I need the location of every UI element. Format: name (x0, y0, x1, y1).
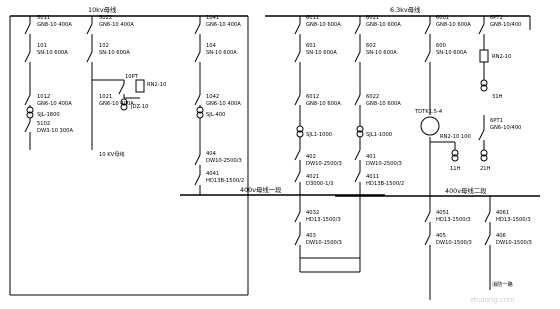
f2-label-7: 10PT (125, 74, 139, 80)
f5-label-6: GN8-10 600A (366, 101, 401, 107)
f4-label-11: D3000-1/3 (306, 181, 333, 187)
f6-label-6: RN2-10 100 (440, 134, 471, 140)
f6-label-9: HD13-1500/3 (436, 217, 471, 223)
feeder-3: 1041 GN6-10 400A 104 SN-10 600A 1042 GN6… (194, 15, 244, 195)
f3-label-6: GN6-10 400A (206, 101, 241, 107)
f7-label-4: 31H (492, 94, 503, 100)
f7-label-3: RN2-10 (492, 54, 511, 60)
f7-label-11: DW10-1500/3 (496, 240, 532, 246)
f6-label-10: 405 (436, 233, 446, 239)
f6-label-5: TDTK1.5-4 (414, 109, 443, 115)
f4-label-8: 402 (306, 154, 316, 160)
f4-label-7: SJL1-1000 (306, 132, 332, 138)
f3-label-4: SN-10 600A (206, 50, 237, 56)
f1-label-8: 5102 (37, 121, 50, 127)
bus-6kv-label: 6.3kv母线 (390, 5, 421, 14)
f3-label-8: 404 (206, 151, 217, 157)
f6-label-8: 4051 (436, 210, 449, 216)
f1-label-1: 5011 (37, 15, 50, 21)
f5-label-10: 4011 (366, 174, 379, 180)
f2-label-6: GN6-10 400A (99, 101, 134, 107)
feeder-4: 6011 GN8-10 600A 601 SN-10 600A 6012 GN8… (294, 15, 360, 273)
f7-label-5: 6PT1 (490, 118, 503, 124)
f3-label-10: 4041 (206, 171, 219, 177)
feeder-2: 5022 GN6-10 400A 102 SN-10 600A 1021 GN6… (86, 15, 166, 158)
f1-label-3: 101 (37, 43, 47, 49)
feeder-6: 6001 GN8-10 600A 600 SN-10 600A TDTK1.5-… (414, 15, 472, 300)
f5-label-8: 401 (366, 154, 376, 160)
f2-label-3: 102 (99, 43, 109, 49)
f4-label-1: 6011 (306, 15, 319, 21)
f7-label-1: 6PT2 (490, 15, 503, 21)
f1-label-2: GN8-10 400A (37, 22, 72, 28)
f7-label-10: 406 (496, 233, 506, 239)
f2-label-2: GN6-10 400A (99, 22, 134, 28)
f5-label-11: HD13B-1500/2 (366, 181, 404, 187)
f2-label-1: 5022 (99, 15, 112, 21)
f4-label-10: 4021 (306, 174, 319, 180)
f6-label-11: DW10-1500/3 (436, 240, 472, 246)
f3-label-1: 1041 (206, 15, 219, 21)
f3-label-9: DW10-2500/3 (206, 158, 242, 164)
f1-label-9: DW3-10 300A (37, 128, 73, 134)
feeder-7: 6PT2 GN8-10/400 RN2-10 31H 6PT1 GN6-10/4… (478, 15, 532, 290)
f5-label-9: DW10-2500/3 (366, 161, 402, 167)
f5-label-4: SN-10 600A (366, 50, 397, 56)
f6-label-7: 11H (450, 166, 461, 172)
bus-400v-2-label: 400v母线二段 (445, 186, 487, 195)
feeder-1: 5011 GN8-10 400A 101 SN-10 600A 1012 GN6… (24, 15, 73, 150)
bus-10kv-label: 10kv母线 (88, 5, 117, 14)
f6-label-1: 6001 (436, 15, 449, 21)
f3-label-7: SJL-400 (206, 112, 225, 118)
f7-label-7: 21H (480, 166, 491, 172)
f4-label-2: GN8-10 600A (306, 22, 341, 28)
watermark: zhulong.com (470, 296, 515, 304)
f5-label-5: 6022 (366, 94, 379, 100)
f5-label-3: 602 (366, 43, 376, 49)
f4-label-3: 601 (306, 43, 316, 49)
f7-label-2: GN8-10/400 (490, 22, 521, 28)
f3-label-2: GN6-10 400A (206, 22, 241, 28)
f5-label-2: GN8-10 600A (366, 22, 401, 28)
f2-label-8: RN2-10 (147, 82, 166, 88)
f4-label-4: SN-10 600A (306, 50, 337, 56)
f6-label-3: 600 (436, 43, 446, 49)
f4-label-14: 403 (306, 233, 316, 239)
f4-label-15: DW10-1500/3 (306, 240, 342, 246)
f7-label-8: 4061 (496, 210, 509, 216)
f1-label-4: SN-10 600A (37, 50, 68, 56)
f3-label-11: HD13B-1500/2 (206, 178, 244, 184)
f5-label-1: 6021 (366, 15, 379, 21)
f3-label-3: 104 (206, 43, 217, 49)
f2-label-5: 1021 (99, 94, 112, 100)
f4-label-13: HD13-1500/3 (306, 217, 341, 223)
f4-label-9: DW10-2500/3 (306, 161, 342, 167)
f1-label-6: GN6-10 400A (37, 101, 72, 107)
f1-label-7: SJL-1800 (37, 112, 60, 118)
f4-label-12: 4032 (306, 210, 319, 216)
f3-label-5: 1042 (206, 94, 219, 100)
f6-label-4: SN-10 600A (436, 50, 467, 56)
bus-400v-1-label: 400v母线一段 (240, 185, 282, 194)
f7-label-12: 消防一路 (492, 280, 514, 288)
f1-label-5: 1012 (37, 94, 50, 100)
f2-label-9: JDZ-10 (130, 104, 148, 110)
f2-label-4: SN-10 600A (99, 50, 130, 56)
f7-label-9: HD13-1500/3 (496, 217, 531, 223)
f4-label-6: GN8-10 600A (306, 101, 341, 107)
f2-label-10: 10 KV母线 (99, 150, 125, 158)
f4-label-5: 6012 (306, 94, 319, 100)
f5-label-7: SJL1-1000 (366, 132, 392, 138)
f7-label-6: GN6-10/400 (490, 125, 521, 131)
f6-label-2: GN8-10 600A (436, 22, 471, 28)
feeder-5: 6021 GN8-10 600A 602 SN-10 600A 6022 GN8… (354, 15, 404, 272)
